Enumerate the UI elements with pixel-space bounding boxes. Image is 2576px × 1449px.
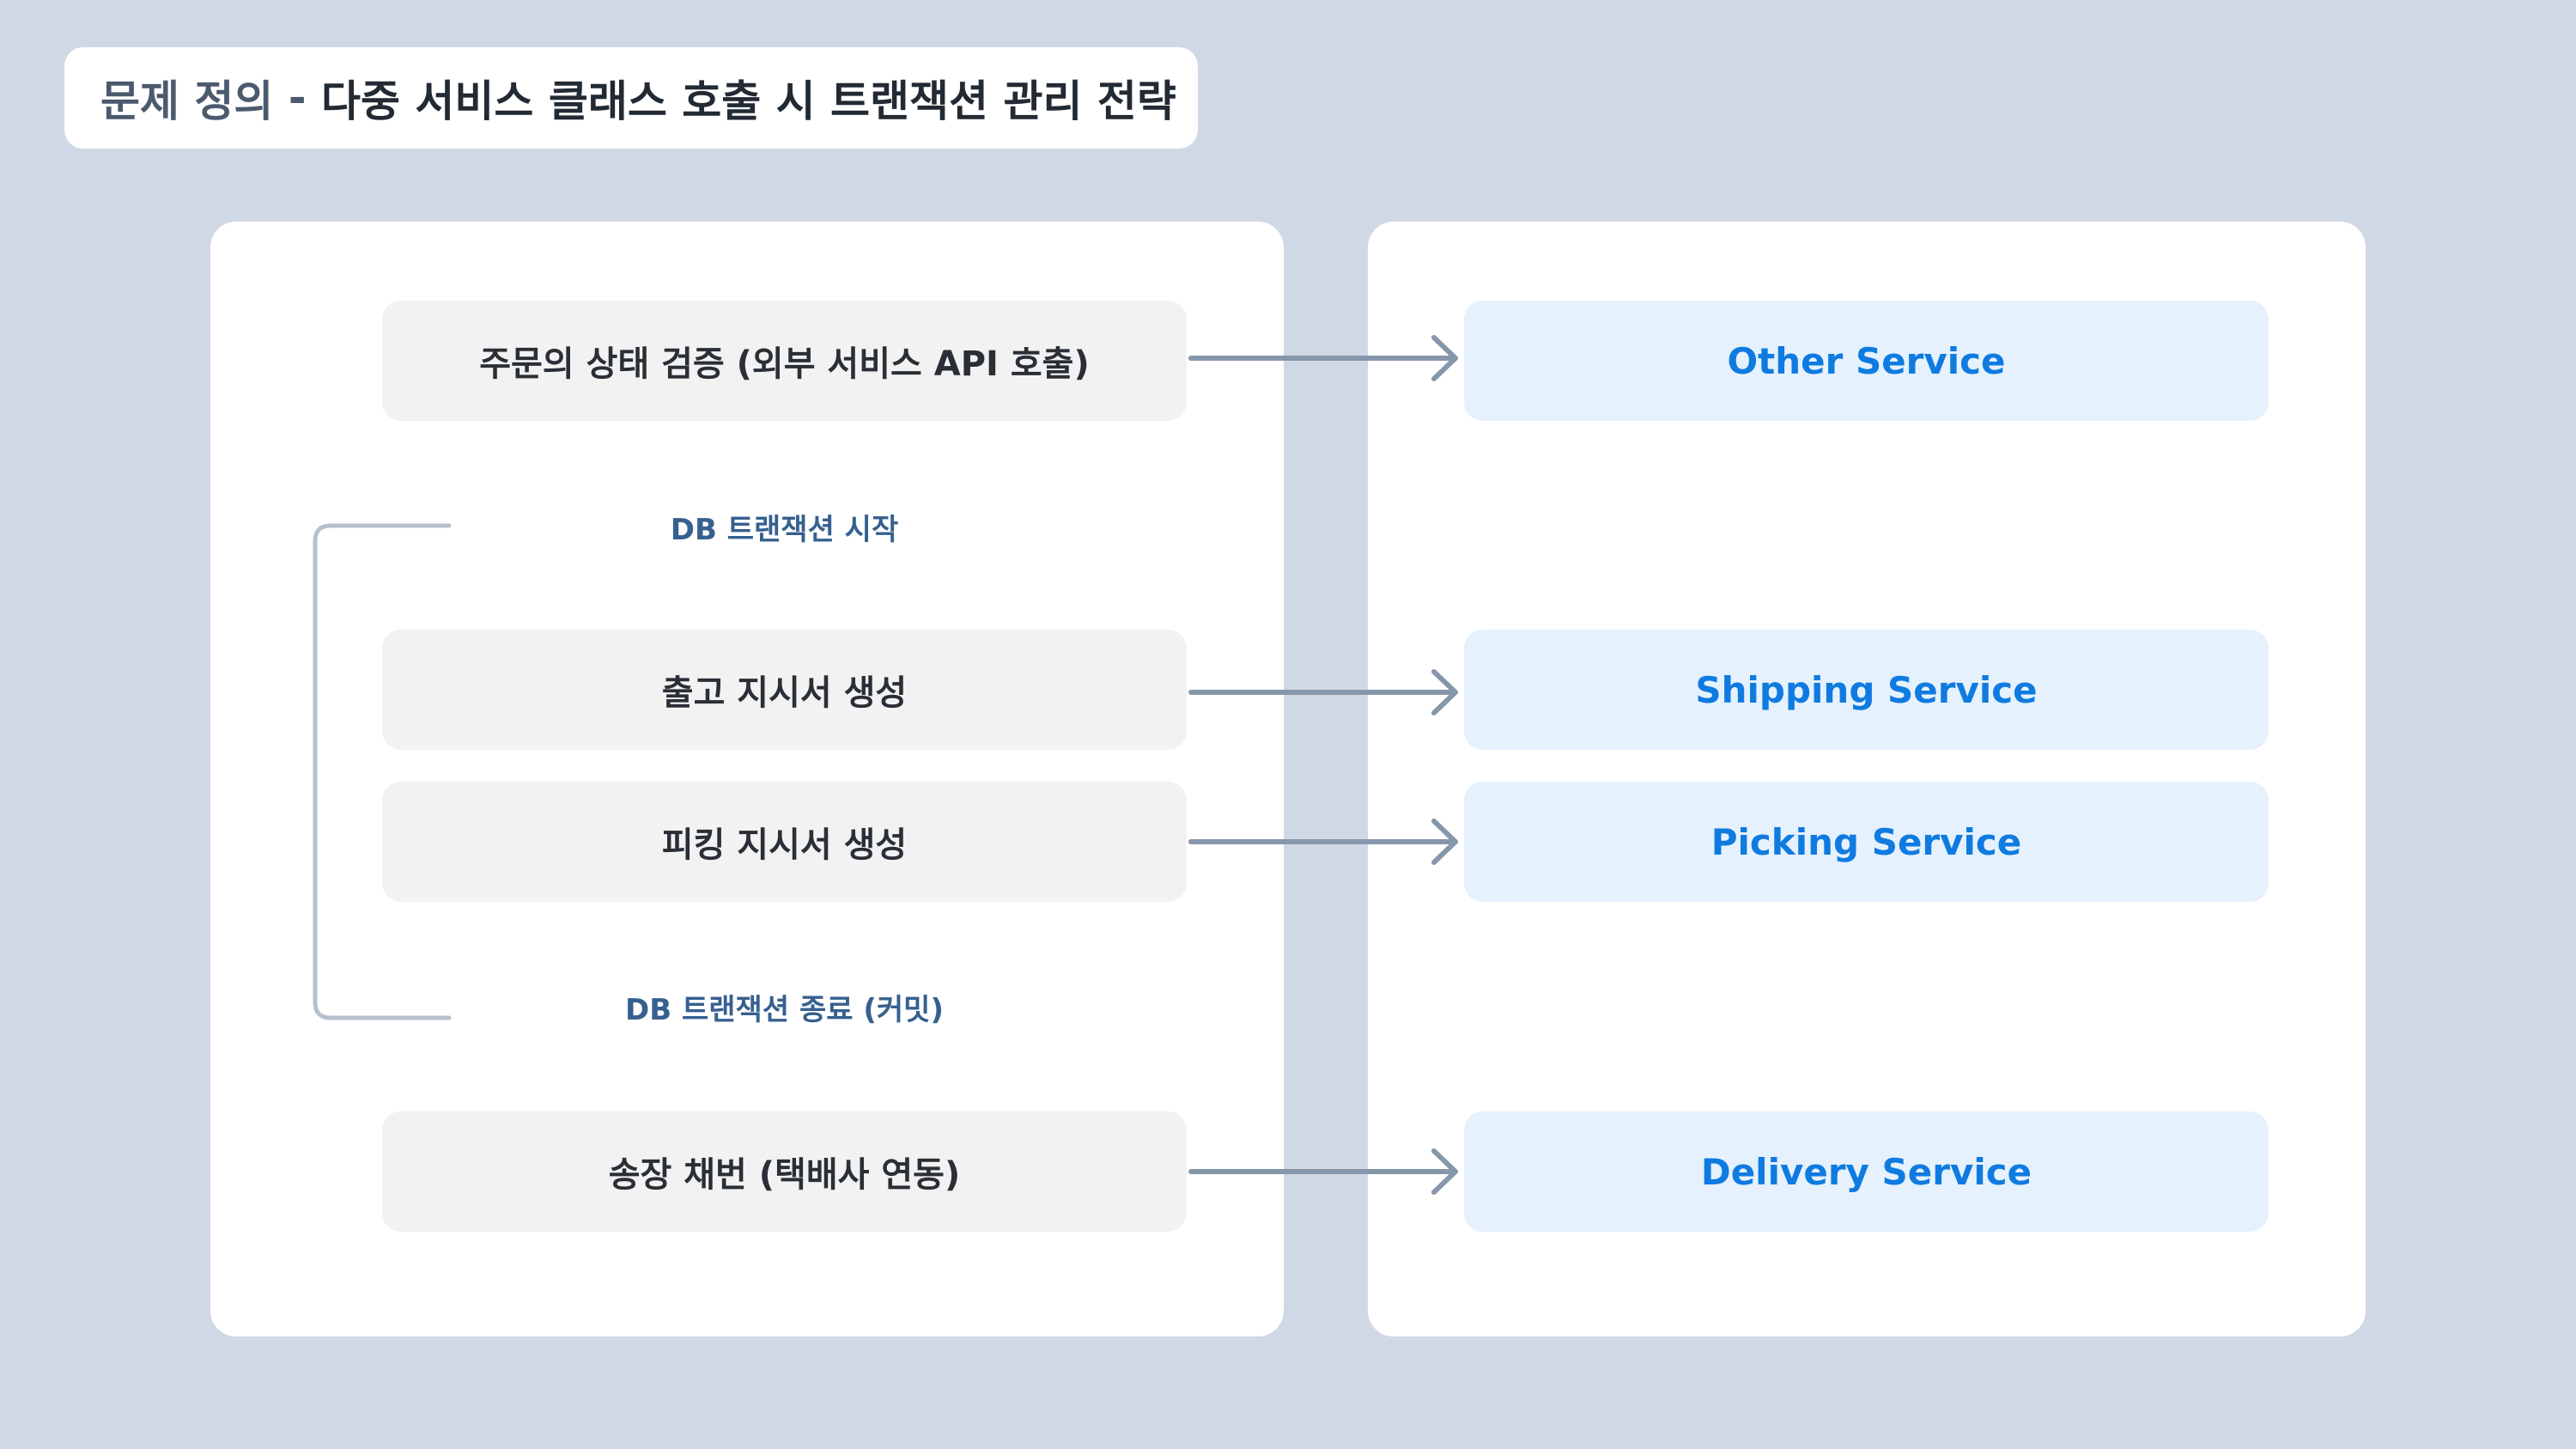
title-main: 다중 서비스 클래스 호출 시 트랜잭션 관리 전략 bbox=[321, 76, 1176, 126]
page-title: 문제 정의 - 다중 서비스 클래스 호출 시 트랜잭션 관리 전략 bbox=[64, 47, 1198, 149]
service-picking: Picking Service bbox=[1464, 782, 2269, 902]
service-other: Other Service bbox=[1464, 301, 2269, 421]
transaction-start-label: DB 트랜잭션 시작 bbox=[670, 513, 899, 547]
title-separator: - bbox=[273, 73, 321, 123]
step-create-picking-order: 피킹 지시서 생성 bbox=[382, 782, 1187, 902]
step-issue-invoice-number: 송장 채번 (택배사 연동) bbox=[382, 1111, 1187, 1232]
transaction-bracket bbox=[313, 523, 452, 1020]
step-validate-order-status: 주문의 상태 검증 (외부 서비스 API 호출) bbox=[382, 301, 1187, 421]
arrow-to-shipping-service bbox=[1188, 669, 1458, 715]
arrow-to-picking-service bbox=[1188, 819, 1458, 865]
title-prefix: 문제 정의 bbox=[100, 76, 274, 126]
service-shipping: Shipping Service bbox=[1464, 630, 2269, 750]
arrow-to-other-service bbox=[1188, 335, 1458, 381]
transaction-end-label: DB 트랜잭션 종료 (커밋) bbox=[625, 993, 944, 1027]
service-delivery: Delivery Service bbox=[1464, 1111, 2269, 1232]
step-create-shipping-order: 출고 지시서 생성 bbox=[382, 630, 1187, 750]
arrow-to-delivery-service bbox=[1188, 1148, 1458, 1195]
